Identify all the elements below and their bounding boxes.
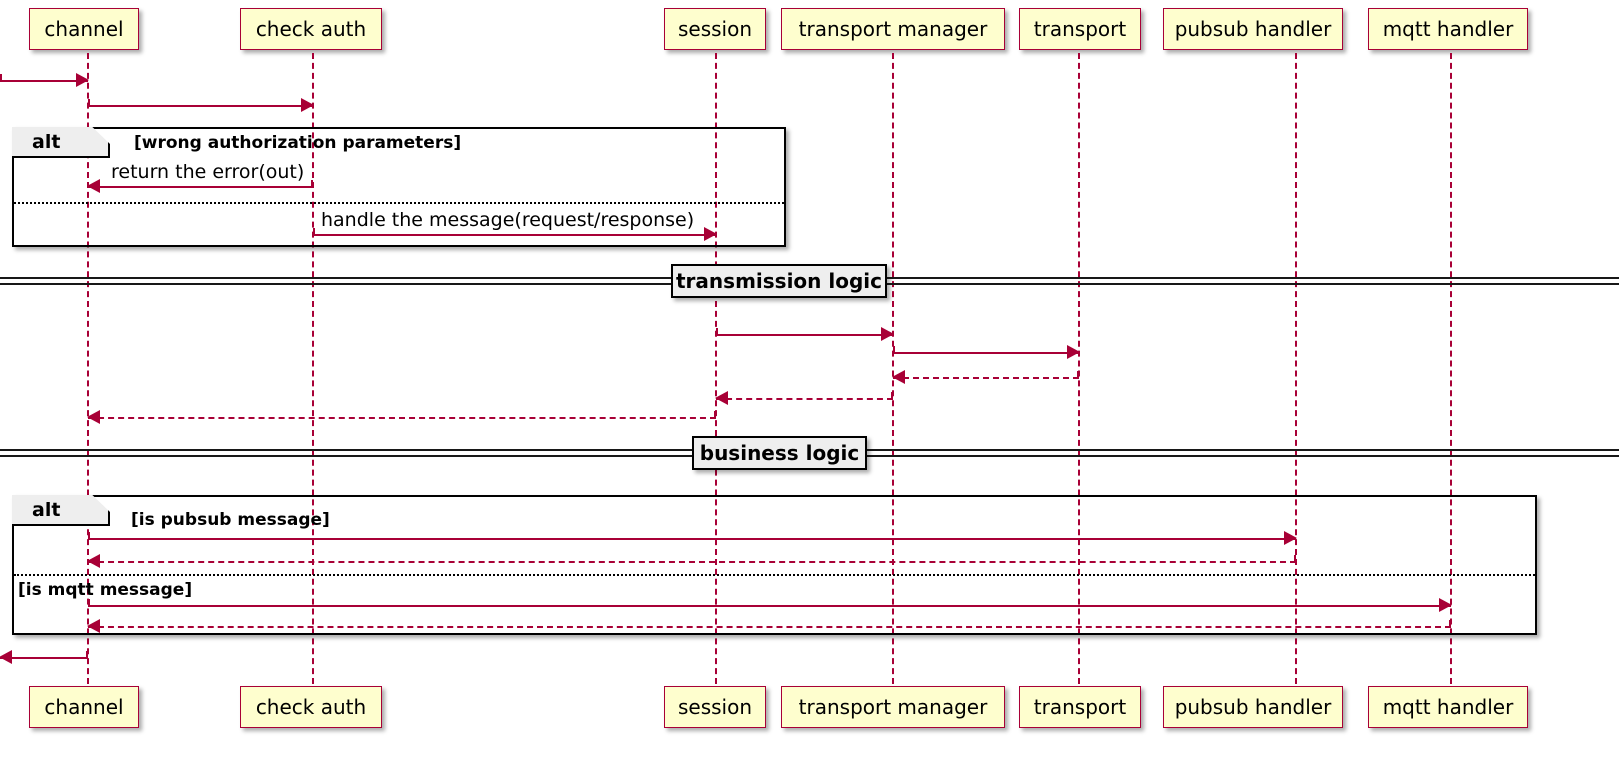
message-line [88, 105, 313, 107]
message-label-handle-the-message: handle the message(request/response) [321, 209, 695, 231]
lifeline-check-auth [312, 53, 314, 684]
message-line [716, 334, 893, 336]
group-alt-authorization [12, 127, 786, 247]
group-condition: [is mqtt message] [18, 580, 193, 600]
group-divider-alt-authorization [14, 202, 784, 204]
message-line [893, 377, 1079, 379]
message-line [0, 657, 88, 659]
participant-label: channel [44, 17, 124, 41]
message-label-return-the-error: return the error(out) [111, 161, 305, 183]
lifeline-channel [87, 53, 89, 684]
participant-footer-mqtt-handler[interactable]: mqtt handler [1368, 686, 1528, 728]
message-source-stub [1294, 555, 1296, 561]
participant-label: transport [1033, 695, 1127, 719]
message-source-stub [1449, 620, 1451, 626]
participant-label: pubsub handler [1174, 17, 1332, 41]
arrowhead-left [892, 370, 905, 384]
participant-label: check auth [255, 695, 367, 719]
arrowhead-left [715, 391, 728, 405]
participant-footer-check-auth[interactable]: check auth [240, 686, 382, 728]
arrowhead-right [1284, 531, 1297, 545]
lifeline-transport-manager [892, 53, 894, 684]
group-alt-message-kind [12, 495, 1537, 635]
participant-label: session [677, 17, 753, 41]
lifeline-mqtt-handler [1450, 53, 1452, 684]
arrowhead-left [87, 179, 100, 193]
participant-header-check-auth[interactable]: check auth [240, 8, 382, 50]
participant-footer-transport-manager[interactable]: transport manager [781, 686, 1005, 728]
arrowhead-right [704, 227, 717, 241]
participant-header-session[interactable]: session [664, 8, 766, 50]
arrowhead-right [76, 73, 89, 87]
arrowhead-left [0, 650, 12, 664]
participant-header-transport[interactable]: transport [1019, 8, 1141, 50]
group-type-label: alt [32, 130, 61, 153]
message-source-stub [313, 228, 315, 234]
participant-header-mqtt-handler[interactable]: mqtt handler [1368, 8, 1528, 50]
group-divider-alt-message-kind [14, 574, 1535, 576]
separator-transmission-logic: transmission logic [671, 264, 887, 298]
participant-header-transport-manager[interactable]: transport manager [781, 8, 1005, 50]
message-line [893, 352, 1079, 354]
arrowhead-right [1067, 345, 1080, 359]
participant-label: mqtt handler [1382, 17, 1514, 41]
arrowhead-left [87, 619, 100, 633]
participant-label: session [677, 695, 753, 719]
message-source-stub [88, 532, 90, 538]
message-line [88, 561, 1296, 563]
separator-business-logic: business logic [692, 436, 867, 470]
participant-label: check auth [255, 17, 367, 41]
message-line [88, 538, 1296, 540]
message-line [0, 80, 88, 82]
message-source-stub [891, 392, 893, 398]
arrowhead-right [301, 98, 314, 112]
arrowhead-left [87, 554, 100, 568]
participant-header-pubsub-handler[interactable]: pubsub handler [1163, 8, 1343, 50]
group-header-alt-authorization: alt [12, 127, 110, 158]
message-line [88, 186, 313, 188]
message-source-stub [716, 328, 718, 334]
message-line [716, 398, 893, 400]
arrowhead-right [881, 327, 894, 341]
participant-label: channel [44, 695, 124, 719]
participant-label: transport manager [798, 17, 988, 41]
message-line [88, 626, 1451, 628]
participant-label: transport [1033, 17, 1127, 41]
message-source-stub [893, 346, 895, 352]
lifeline-pubsub-handler [1295, 53, 1297, 684]
participant-footer-session[interactable]: session [664, 686, 766, 728]
participant-footer-pubsub-handler[interactable]: pubsub handler [1163, 686, 1343, 728]
message-source-stub [1077, 371, 1079, 377]
message-source-stub [311, 180, 313, 186]
message-source-stub [0, 74, 2, 80]
participant-footer-channel[interactable]: channel [29, 686, 139, 728]
separator-label: transmission logic [676, 269, 882, 293]
message-line [313, 234, 716, 236]
participant-label: mqtt handler [1382, 695, 1514, 719]
message-source-stub [714, 411, 716, 417]
separator-label: business logic [699, 441, 860, 465]
message-source-stub [88, 99, 90, 105]
group-condition: [is pubsub message] [131, 510, 330, 530]
message-line [88, 605, 1451, 607]
group-condition: [wrong authorization parameters] [134, 133, 462, 153]
group-type-label: alt [32, 498, 61, 521]
arrowhead-left [87, 410, 100, 424]
arrowhead-right [1439, 598, 1452, 612]
message-line [88, 417, 716, 419]
participant-header-channel[interactable]: channel [29, 8, 139, 50]
lifeline-transport [1078, 53, 1080, 684]
message-source-stub [88, 599, 90, 605]
message-source-stub [86, 651, 88, 657]
lifeline-session [715, 53, 717, 684]
participant-label: pubsub handler [1174, 695, 1332, 719]
group-header-alt-message-kind: alt [12, 495, 110, 526]
participant-footer-transport[interactable]: transport [1019, 686, 1141, 728]
participant-label: transport manager [798, 695, 988, 719]
